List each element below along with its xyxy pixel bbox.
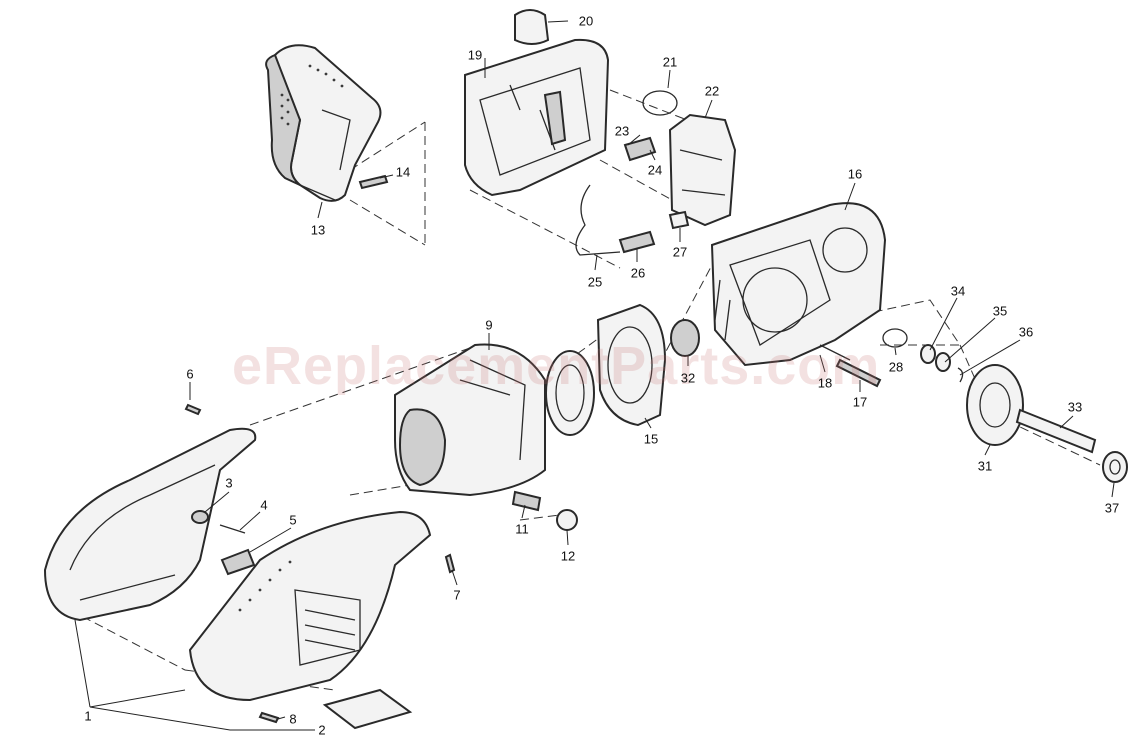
callout-20: 20 xyxy=(578,13,594,29)
callout-35: 35 xyxy=(992,303,1008,319)
callout-11: 11 xyxy=(515,521,529,537)
pump-fitting xyxy=(623,136,657,162)
oil-hose xyxy=(575,184,621,256)
retaining-ring xyxy=(882,328,908,348)
carbon-brush xyxy=(511,490,542,512)
callout-26: 26 xyxy=(630,265,646,281)
callout-32: 32 xyxy=(680,370,696,386)
callout-28: 28 xyxy=(888,359,904,375)
label-plate xyxy=(322,688,413,730)
callout-19: 19 xyxy=(467,47,483,63)
motor xyxy=(394,343,546,497)
callout-37: 37 xyxy=(1104,500,1120,516)
callout-16: 16 xyxy=(847,166,863,182)
bearing xyxy=(1102,451,1128,483)
callout-3: 3 xyxy=(225,475,233,491)
upper-housing xyxy=(464,38,610,197)
callout-22: 22 xyxy=(704,83,720,99)
callout-7: 7 xyxy=(453,587,461,603)
callout-4: 4 xyxy=(260,497,268,513)
callout-6: 6 xyxy=(186,366,194,382)
output-shaft xyxy=(1015,408,1097,454)
left-housing-half xyxy=(43,427,257,622)
washers xyxy=(920,344,964,383)
callout-24: 24 xyxy=(647,162,663,178)
bevel-gear xyxy=(966,364,1024,446)
gear-housing xyxy=(710,202,887,367)
callout-8: 8 xyxy=(289,711,297,727)
callout-5: 5 xyxy=(289,512,297,528)
callout-9: 9 xyxy=(485,317,493,333)
callout-18: 18 xyxy=(817,375,833,391)
callout-14: 14 xyxy=(395,164,411,180)
pinion xyxy=(670,319,700,357)
callout-27: 27 xyxy=(672,244,688,260)
handle-screw xyxy=(358,174,389,190)
hose-fitting xyxy=(618,210,690,254)
callout-1: 1 xyxy=(84,708,92,724)
housing-bolt xyxy=(835,358,882,388)
o-ring xyxy=(642,90,678,116)
callout-36: 36 xyxy=(1018,324,1034,340)
housing-pin xyxy=(819,344,851,361)
housing-screws xyxy=(184,403,456,724)
callout-23: 23 xyxy=(614,123,630,139)
rear-handle xyxy=(265,44,382,202)
leader-lines xyxy=(74,20,1115,731)
motor-plate xyxy=(596,303,667,427)
right-housing-half xyxy=(188,510,432,702)
callout-17: 17 xyxy=(852,394,868,410)
brush-cap xyxy=(556,509,578,531)
switch-knob xyxy=(514,9,550,45)
callout-2: 2 xyxy=(318,722,326,738)
callout-12: 12 xyxy=(560,548,576,564)
callout-13: 13 xyxy=(310,222,326,238)
armature-gear xyxy=(545,350,595,436)
callout-33: 33 xyxy=(1067,399,1083,415)
callout-25: 25 xyxy=(587,274,603,290)
oil-tank xyxy=(668,113,737,227)
trigger-assembly xyxy=(191,510,256,576)
callout-15: 15 xyxy=(643,431,659,447)
callout-34: 34 xyxy=(950,283,966,299)
callout-31: 31 xyxy=(977,458,993,474)
callout-21: 21 xyxy=(662,54,678,70)
